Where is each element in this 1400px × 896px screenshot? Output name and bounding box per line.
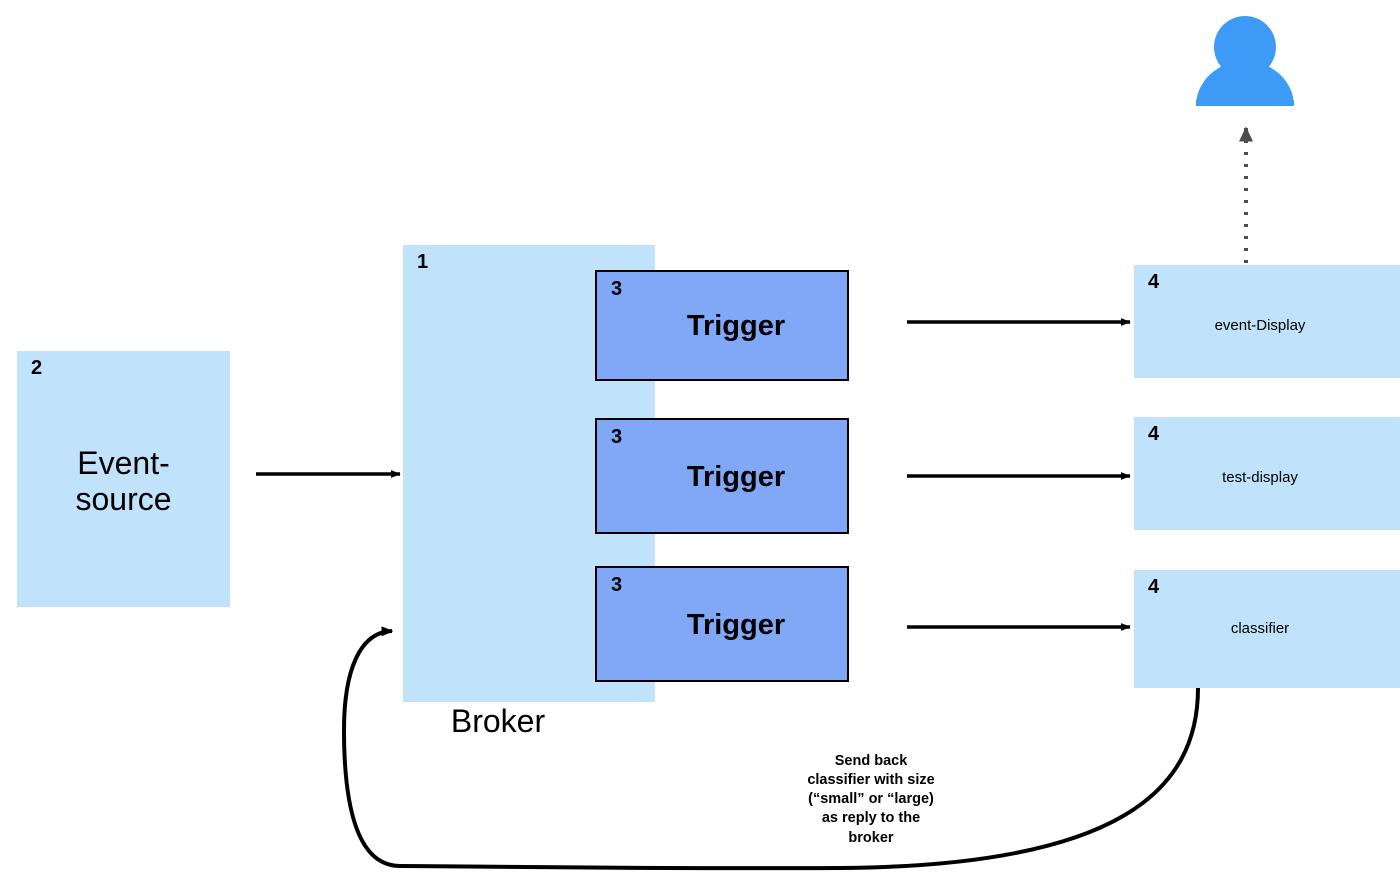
trigger-1-number: 3 (611, 278, 623, 300)
feedback-note: Send back classifier with size (“small” … (807, 753, 935, 846)
classifier-number: 4 (1148, 576, 1160, 598)
trigger-3-label: Trigger (686, 609, 786, 641)
trigger-1-label: Trigger (686, 310, 786, 342)
trigger-3-number: 3 (611, 574, 623, 596)
sink-box-test-display[interactable]: 4 test-display (1134, 417, 1400, 530)
trigger-box-2[interactable]: 3 Trigger (595, 418, 849, 534)
trigger-box-3[interactable]: 3 Trigger (595, 566, 849, 682)
event-source-label: Event- source (75, 445, 172, 517)
broker-number: 1 (417, 251, 429, 273)
test-display-number: 4 (1148, 423, 1160, 445)
test-display-label: test-display (1222, 469, 1298, 486)
sink-box-event-display[interactable]: 4 event-Display (1134, 265, 1400, 378)
event-source-box[interactable]: 2 Event- source (17, 351, 230, 607)
event-display-label: event-Display (1214, 317, 1306, 334)
trigger-box-1[interactable]: 3 Trigger (595, 270, 849, 381)
trigger-2-number: 3 (611, 426, 623, 448)
sink-box-classifier[interactable]: 4 classifier (1134, 570, 1400, 688)
event-display-number: 4 (1148, 271, 1160, 293)
person-icon (1196, 16, 1294, 106)
classifier-label: classifier (1230, 620, 1290, 637)
broker-label: Broker (450, 703, 546, 739)
trigger-2-label: Trigger (686, 461, 786, 493)
event-source-number: 2 (31, 357, 43, 379)
